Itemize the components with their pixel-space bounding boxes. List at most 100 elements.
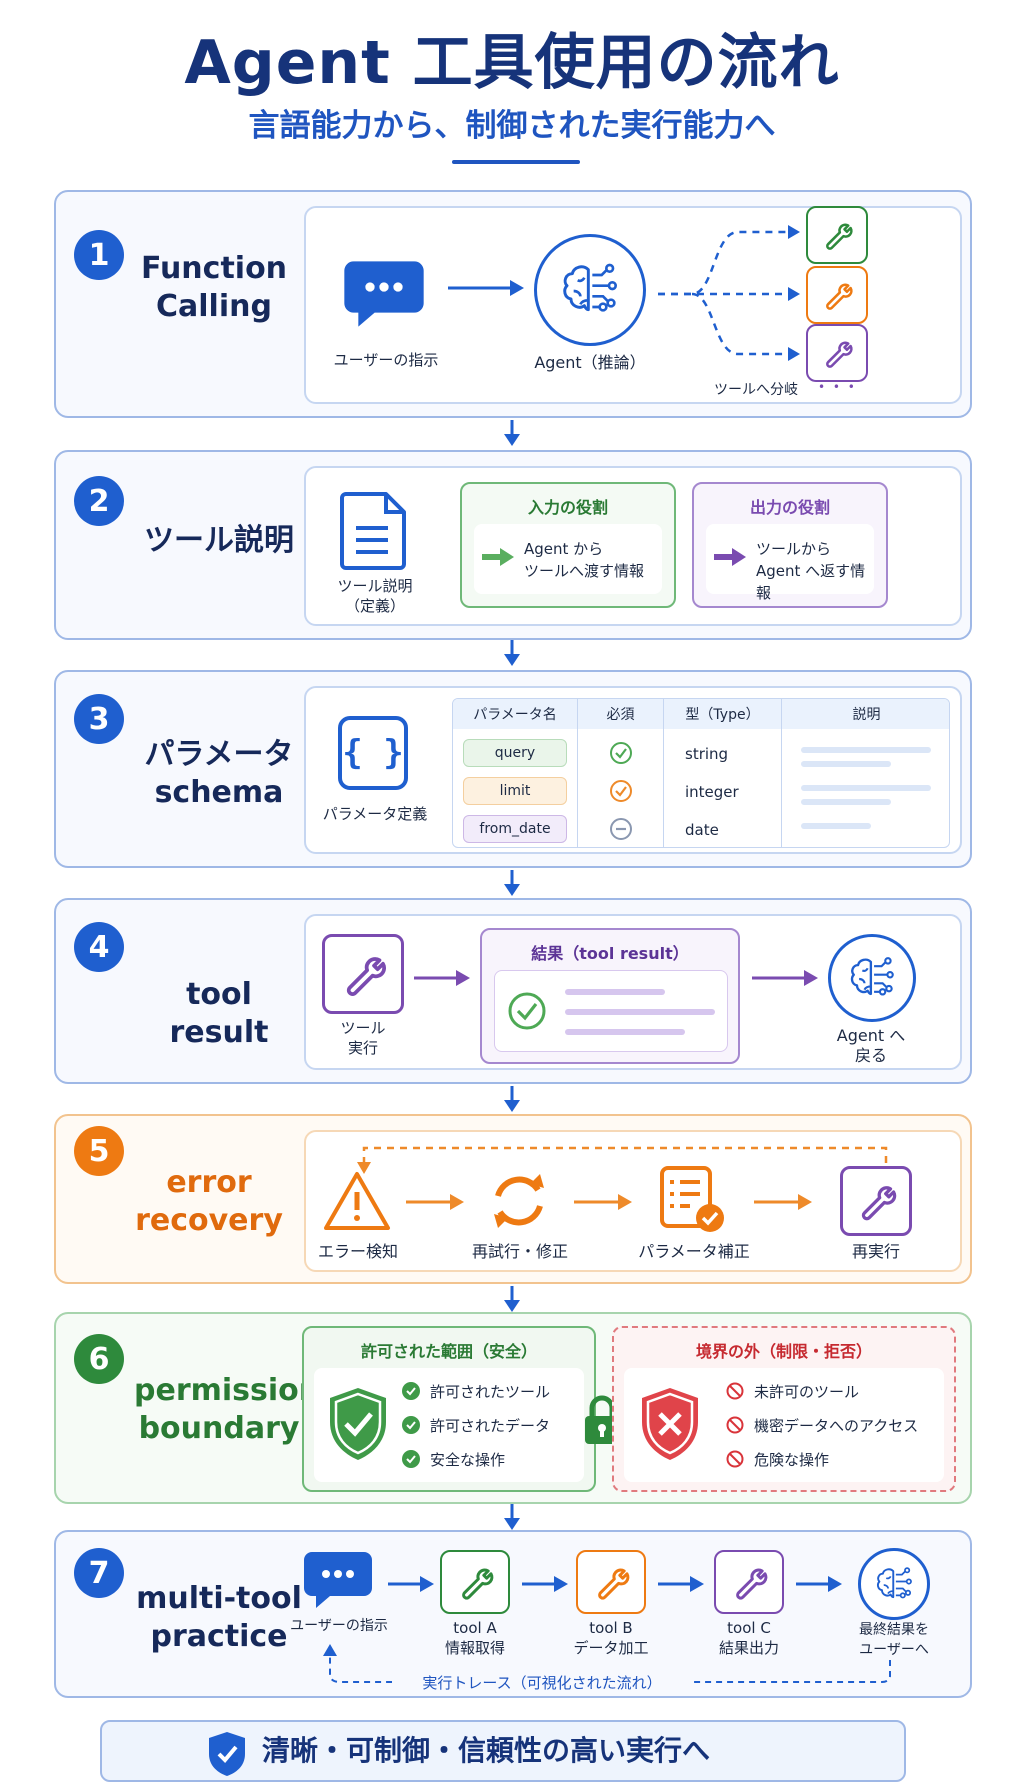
success-check-icon xyxy=(508,992,546,1030)
allowed-scope-box: 許可された範囲（安全） 許可されたツール 許可されたデータ 安全な操作 xyxy=(302,1326,596,1492)
tool-b-label: tool B データ加工 xyxy=(556,1618,666,1658)
section-title-7-line2: practice xyxy=(150,1619,288,1654)
parameter-table: パラメータ名 必須 型（Type） 説明 query limit from_da… xyxy=(452,698,950,848)
description-placeholder-bar xyxy=(801,785,931,791)
param-type-integer: integer xyxy=(685,783,739,801)
refresh-icon xyxy=(494,1174,544,1228)
output-role-line1: ツールから xyxy=(756,540,832,558)
optional-minus-icon xyxy=(610,818,632,840)
re-execute-wrench-icon xyxy=(840,1166,912,1236)
step-number-4: 4 xyxy=(74,922,124,972)
param-type-string: string xyxy=(685,745,729,763)
execution-trace-label: 実行トレース（可視化された流れ） xyxy=(392,1672,692,1694)
tool-wrench-green-icon xyxy=(806,206,868,264)
step-number-3: 3 xyxy=(74,694,124,744)
tool-c-wrench-icon xyxy=(714,1550,784,1614)
denied-item: 未許可のツール xyxy=(726,1374,918,1408)
section-title-4: tool result xyxy=(169,977,269,1050)
parameter-fix-icon xyxy=(660,1166,724,1232)
shield-check-icon xyxy=(209,1732,245,1776)
footer-text: 清晰・可制御・信頼性の高い実行へ xyxy=(262,1734,711,1767)
tool-definition-label-line2: （定義） xyxy=(344,597,405,615)
tool-a-wrench-icon xyxy=(440,1550,510,1614)
section-title-3: パラメータ schema xyxy=(134,736,304,812)
page-subtitle: 言語能力から、制御された実行能力へ xyxy=(248,108,776,144)
step-number-1: 1 xyxy=(74,230,124,280)
arrow-right-icon xyxy=(448,280,524,296)
return-to-agent-line1: Agent へ xyxy=(836,1026,906,1045)
prohibited-icon xyxy=(726,1450,744,1468)
section-title-2: ツール説明 xyxy=(144,523,294,558)
user-instruction-label: ユーザーの指示 xyxy=(333,351,439,369)
tool-a-name: tool A xyxy=(453,1619,497,1637)
down-arrow-5 xyxy=(504,1286,520,1312)
allowed-item: 許可されたデータ xyxy=(402,1408,550,1442)
output-role-box: 出力の役割 ツールから Agent へ返す情報 xyxy=(692,482,888,608)
tool-c-desc: 結果出力 xyxy=(718,1639,779,1657)
tool-c-label: tool C 結果出力 xyxy=(694,1618,804,1658)
param-name-query: query xyxy=(463,739,567,767)
re-execute-label: 再実行 xyxy=(851,1242,900,1261)
denied-item: 機密データへのアクセス xyxy=(726,1408,918,1442)
denied-items-list: 未許可のツール 機密データへのアクセス 危険な操作 xyxy=(726,1374,918,1476)
column-header-type: 型（Type） xyxy=(663,699,781,729)
check-circle-icon xyxy=(402,1382,420,1400)
section-title-5: error recovery xyxy=(134,1164,284,1240)
required-check-green-icon xyxy=(610,742,632,764)
braces-icon: { } xyxy=(338,716,408,790)
result-placeholder-bar xyxy=(565,1029,685,1035)
parameter-fix-label: パラメータ補正 xyxy=(638,1242,750,1261)
step-number-6: 6 xyxy=(74,1334,124,1384)
orange-arrow-right-icon xyxy=(574,1194,632,1210)
shield-x-icon xyxy=(642,1388,698,1460)
section-title-1-line2: Calling xyxy=(156,289,272,324)
allowed-item-text: 許可されたツール xyxy=(430,1382,551,1401)
allowed-items-list: 許可されたツール 許可されたデータ 安全な操作 xyxy=(402,1374,550,1476)
final-result-line2: ユーザーへ xyxy=(859,1642,929,1658)
output-role-title: 出力の役割 xyxy=(749,498,830,517)
section-title-6-line2: boundary xyxy=(138,1411,300,1446)
tool-definition-label: ツール説明 （定義） xyxy=(310,576,440,616)
required-check-orange-icon xyxy=(610,780,632,802)
section-title-5-line1: error xyxy=(166,1165,252,1200)
return-to-agent-label: Agent へ 戻る xyxy=(808,1026,934,1066)
output-role-line2: Agent へ返す情報 xyxy=(756,562,866,602)
error-detect-label: エラー検知 xyxy=(317,1242,398,1261)
input-role-box: 入力の役割 Agent から ツールへ渡す情報 xyxy=(460,482,676,608)
arrow-right-icon xyxy=(388,1576,434,1592)
denied-item: 危険な操作 xyxy=(726,1442,918,1476)
agent-reasoning-label: Agent（推論） xyxy=(534,353,646,372)
return-to-agent-line2: 戻る xyxy=(854,1046,887,1065)
section-title-7-line1: multi-tool xyxy=(136,1581,302,1616)
section-title-7: multi-tool practice xyxy=(134,1580,304,1656)
final-result-line1: 最終結果を xyxy=(859,1622,929,1638)
column-header-description: 説明 xyxy=(781,699,949,729)
arrow-right-icon xyxy=(796,1576,842,1592)
chat-icon xyxy=(344,261,424,327)
tool-b-wrench-icon xyxy=(576,1550,646,1614)
purple-arrow-right-icon xyxy=(414,970,470,986)
param-type-date: date xyxy=(685,821,719,839)
allowed-item: 許可されたツール xyxy=(402,1374,550,1408)
check-circle-icon xyxy=(402,1416,420,1434)
section-multi-tool-practice: 7 multi-tool practice xyxy=(54,1530,972,1698)
step-number-2: 2 xyxy=(74,476,124,526)
tool-execute-label-line1: ツール xyxy=(340,1019,386,1037)
title-underline xyxy=(452,160,580,164)
down-arrow-3 xyxy=(504,870,520,896)
output-role-text: ツールから Agent へ返す情報 xyxy=(756,538,874,604)
lock-icon xyxy=(585,1395,619,1444)
description-placeholder-bar xyxy=(801,799,891,805)
document-icon xyxy=(340,492,406,570)
denied-item-text: 機密データへのアクセス xyxy=(754,1416,919,1435)
description-placeholder-bar xyxy=(801,747,931,753)
input-role-line2: ツールへ渡す情報 xyxy=(524,562,645,580)
branch-arrows-icon xyxy=(658,225,800,361)
orange-arrow-right-icon xyxy=(754,1194,812,1210)
allowed-scope-title: 許可された範囲（安全） xyxy=(360,1342,537,1361)
tool-a-desc: 情報取得 xyxy=(444,1639,505,1657)
tool-wrench-purple-icon xyxy=(806,324,868,382)
final-result-brain-icon xyxy=(858,1548,930,1620)
denied-item-text: 危険な操作 xyxy=(754,1450,830,1469)
section-title-3-line2: schema xyxy=(154,775,284,810)
